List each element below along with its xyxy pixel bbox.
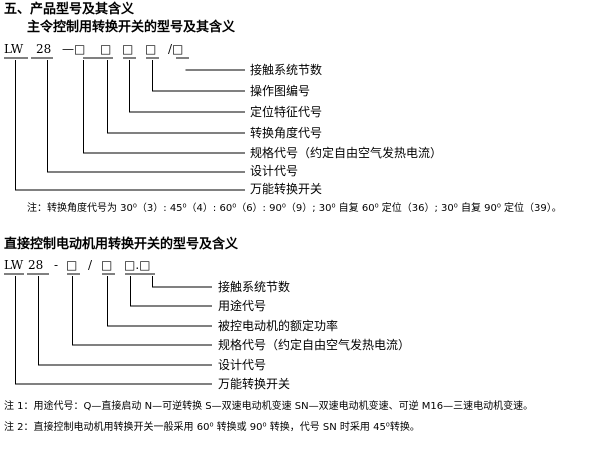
code-box2: □: [100, 42, 112, 56]
label2-purpose: 用途代号: [218, 299, 267, 313]
diagram1-note: 注：转换角度代号为 30⁰（3）: 45⁰（4）: 60⁰（6）: 90⁰（9）…: [27, 203, 562, 214]
section-title: 五、产品型号及其含义: [4, 2, 135, 17]
code2-dash: -: [54, 258, 59, 272]
label2-universal-switch: 万能转换开关: [218, 377, 291, 391]
diagram2-note2: 注 2：直接控制电动机用转换开关一般采用 60⁰ 转换或 90⁰ 转换，代号 S…: [4, 422, 420, 433]
code2-slash: /: [88, 258, 93, 272]
code2-lw: LW: [4, 258, 24, 272]
label2-rated-power: 被控电动机的额定功率: [218, 319, 339, 333]
label-universal-switch: 万能转换开关: [250, 182, 323, 196]
label-angle: 转换角度代号: [250, 126, 323, 140]
label-operation-diagram: 操作图编号: [250, 84, 311, 98]
code-box1: —□: [62, 42, 86, 56]
code-box3: □: [122, 42, 134, 56]
code-28: 28: [36, 42, 52, 56]
code2-28: 28: [28, 258, 44, 272]
label-design: 设计代号: [250, 164, 299, 178]
code2-box2: □: [101, 258, 113, 272]
diagram2-title: 直接控制电动机用转换开关的型号及含义: [4, 237, 239, 252]
diagram1-title: 主令控制用转换开关的型号及其含义: [27, 20, 236, 35]
code-box4: □: [145, 42, 157, 56]
code2-box3: □.□: [124, 258, 151, 272]
label2-design: 设计代号: [218, 358, 267, 372]
label2-contact-sections: 接触系统节数: [218, 280, 291, 294]
code2-box1: □: [66, 258, 78, 272]
label-spec: 规格代号（约定自由空气发热电流）: [250, 146, 443, 160]
label-positioning: 定位特征代号: [250, 105, 323, 119]
diagram2-note1: 注 1：用途代号：Q—直接启动 N—可逆转换 S—双速电动机变速 SN—双速电动…: [4, 401, 534, 412]
label-contact-sections: 接触系统节数: [250, 63, 323, 77]
code-lw: LW: [4, 42, 24, 56]
label2-spec: 规格代号（约定自由空气发热电流）: [218, 338, 411, 352]
code-box5: /□: [168, 42, 184, 56]
